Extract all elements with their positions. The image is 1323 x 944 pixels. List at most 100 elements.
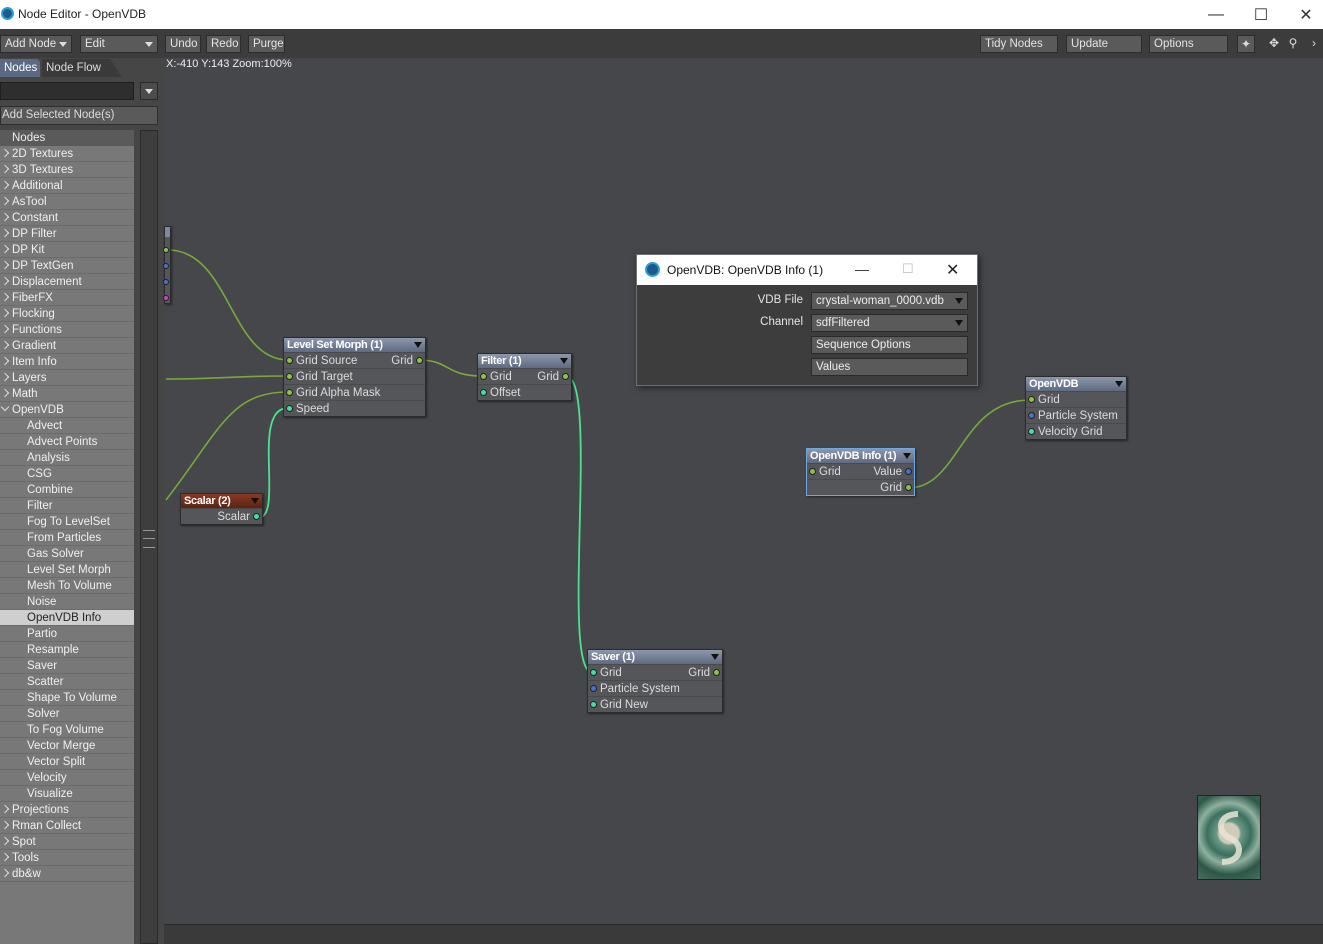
- search-input[interactable]: [0, 82, 134, 100]
- list-item[interactable]: Level Set Morph: [0, 562, 134, 578]
- output-port[interactable]: [253, 513, 260, 520]
- node-menu-icon[interactable]: [711, 654, 719, 660]
- node-menu-icon[interactable]: [251, 498, 259, 504]
- list-item[interactable]: From Particles: [0, 530, 134, 546]
- channel-dropdown[interactable]: sdfFiltered: [811, 314, 968, 332]
- move-icon[interactable]: ✥: [1268, 36, 1280, 50]
- output-port[interactable]: [562, 373, 569, 380]
- list-item[interactable]: Visualize: [0, 786, 134, 802]
- list-item[interactable]: Shape To Volume: [0, 690, 134, 706]
- list-item[interactable]: Projections: [0, 802, 134, 818]
- input-port[interactable]: [286, 405, 293, 412]
- redo-button[interactable]: Redo: [206, 35, 241, 53]
- node-menu-icon[interactable]: [1115, 381, 1123, 387]
- tidy-nodes-button[interactable]: Tidy Nodes: [980, 35, 1058, 53]
- node-menu-icon[interactable]: [560, 358, 568, 364]
- list-item[interactable]: Velocity: [0, 770, 134, 786]
- list-item[interactable]: 3D Textures: [0, 162, 134, 178]
- list-item[interactable]: Resample: [0, 642, 134, 658]
- list-item[interactable]: Advect: [0, 418, 134, 434]
- list-item[interactable]: Vector Merge: [0, 738, 134, 754]
- node-header[interactable]: Saver (1): [588, 650, 722, 664]
- list-item[interactable]: Saver: [0, 658, 134, 674]
- list-item[interactable]: Fog To LevelSet: [0, 514, 134, 530]
- list-item[interactable]: DP Kit: [0, 242, 134, 258]
- list-item[interactable]: DP Filter: [0, 226, 134, 242]
- search-dropdown-button[interactable]: [140, 82, 158, 100]
- node-header[interactable]: Level Set Morph (1): [284, 338, 425, 352]
- input-port[interactable]: [286, 357, 293, 364]
- maximize-icon[interactable]: ☐: [1253, 6, 1269, 24]
- input-port[interactable]: [286, 373, 293, 380]
- node-header[interactable]: Filter (1): [478, 354, 571, 368]
- node-canvas[interactable]: [164, 58, 1323, 924]
- list-item[interactable]: Layers: [0, 370, 134, 386]
- dialog-close-icon[interactable]: ✕: [946, 262, 960, 279]
- options-button[interactable]: Options: [1149, 35, 1228, 53]
- list-item[interactable]: Mesh To Volume: [0, 578, 134, 594]
- list-item[interactable]: Flocking: [0, 306, 134, 322]
- list-item[interactable]: Constant: [0, 210, 134, 226]
- list-item[interactable]: OpenVDB Info: [0, 610, 134, 626]
- list-item[interactable]: Combine: [0, 482, 134, 498]
- offscreen-node-stub[interactable]: [163, 226, 171, 304]
- dialog-title-bar[interactable]: OpenVDB: OpenVDB Info (1) — ☐ ✕: [637, 255, 977, 285]
- list-item[interactable]: Filter: [0, 498, 134, 514]
- vdb-file-dropdown[interactable]: crystal-woman_0000.vdb: [811, 292, 968, 310]
- list-item[interactable]: FiberFX: [0, 290, 134, 306]
- list-item[interactable]: Displacement: [0, 274, 134, 290]
- list-item[interactable]: Functions: [0, 322, 134, 338]
- list-item[interactable]: OpenVDB: [0, 402, 134, 418]
- list-item[interactable]: Gradient: [0, 338, 134, 354]
- input-port[interactable]: [590, 669, 597, 676]
- node-menu-icon[interactable]: [903, 453, 911, 459]
- add-selected-nodes-button[interactable]: Add Selected Node(s): [0, 106, 158, 125]
- output-port[interactable]: [713, 669, 720, 676]
- list-item[interactable]: Solver: [0, 706, 134, 722]
- pin-icon[interactable]: ✦: [1237, 35, 1255, 53]
- input-port[interactable]: [590, 701, 597, 708]
- list-item[interactable]: CSG: [0, 466, 134, 482]
- list-item[interactable]: Scatter: [0, 674, 134, 690]
- input-port[interactable]: [480, 389, 487, 396]
- list-item[interactable]: Math: [0, 386, 134, 402]
- edit-dropdown[interactable]: Edit: [80, 35, 158, 53]
- node-header[interactable]: Scalar (2): [181, 494, 262, 508]
- list-item[interactable]: Analysis: [0, 450, 134, 466]
- tab-node-flow[interactable]: Node Flow: [42, 59, 122, 77]
- list-item[interactable]: Vector Split: [0, 754, 134, 770]
- expand-icon[interactable]: ›: [1312, 36, 1316, 50]
- list-item[interactable]: Gas Solver: [0, 546, 134, 562]
- scrollbar-thumb[interactable]: [143, 530, 155, 548]
- input-port[interactable]: [1028, 412, 1035, 419]
- list-item[interactable]: AsTool: [0, 194, 134, 210]
- list-item[interactable]: 2D Textures: [0, 146, 134, 162]
- list-item[interactable]: Spot: [0, 834, 134, 850]
- input-port[interactable]: [286, 389, 293, 396]
- node-menu-icon[interactable]: [414, 342, 422, 348]
- node-header[interactable]: OpenVDB: [1026, 377, 1126, 391]
- sequence-options-button[interactable]: Sequence Options: [811, 336, 968, 354]
- update-button[interactable]: Update: [1066, 35, 1142, 53]
- dialog-minimize-icon[interactable]: —: [855, 261, 869, 277]
- output-port[interactable]: [905, 484, 912, 491]
- minimize-icon[interactable]: —: [1208, 5, 1224, 23]
- list-item[interactable]: db&w: [0, 866, 134, 882]
- zoom-icon[interactable]: ⚲: [1288, 36, 1298, 50]
- list-item[interactable]: Tools: [0, 850, 134, 866]
- list-item[interactable]: To Fog Volume: [0, 722, 134, 738]
- purge-button[interactable]: Purge: [248, 35, 285, 53]
- output-port[interactable]: [416, 357, 423, 364]
- input-port[interactable]: [590, 685, 597, 692]
- list-item[interactable]: Partio: [0, 626, 134, 642]
- list-item[interactable]: Additional: [0, 178, 134, 194]
- input-port[interactable]: [480, 373, 487, 380]
- add-node-dropdown[interactable]: Add Node: [0, 35, 72, 53]
- list-item[interactable]: DP TextGen: [0, 258, 134, 274]
- list-item[interactable]: Advect Points: [0, 434, 134, 450]
- list-item[interactable]: Rman Collect: [0, 818, 134, 834]
